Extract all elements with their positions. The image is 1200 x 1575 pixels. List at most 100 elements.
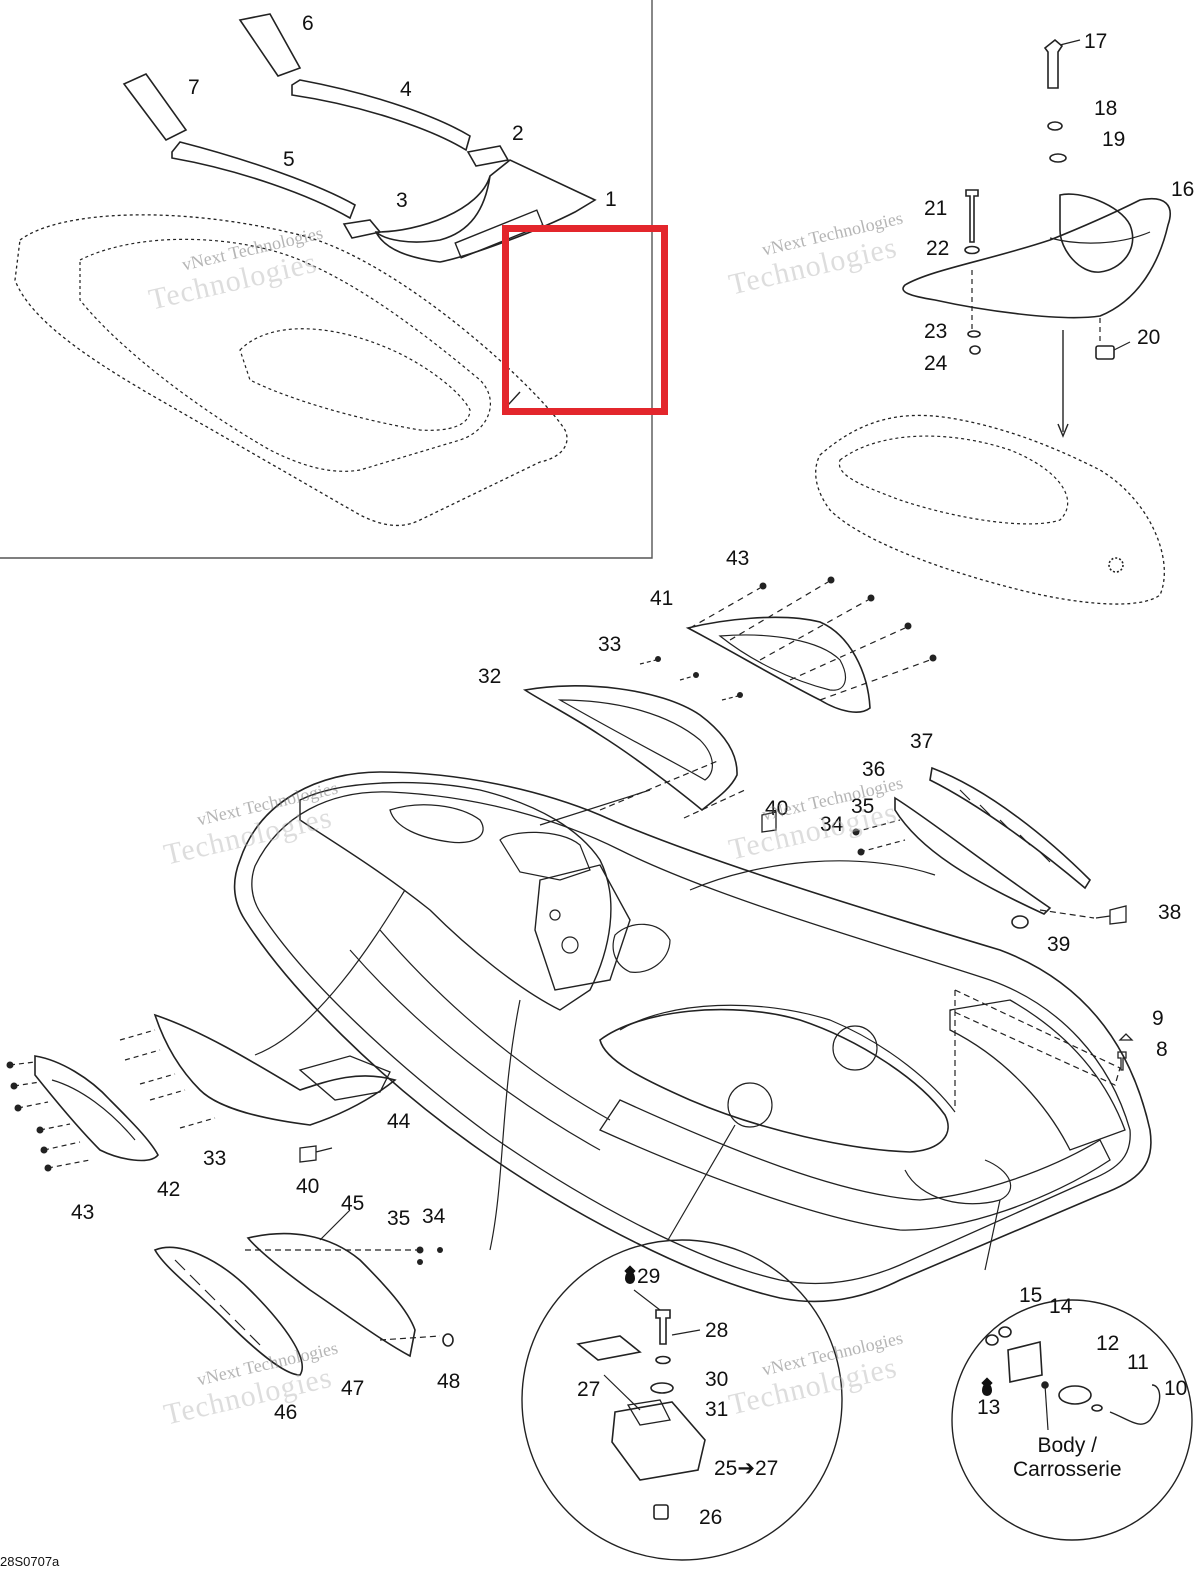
part-label-41: 41 (650, 587, 674, 610)
part-label-1: 1 (605, 188, 617, 211)
part-label-33: 33 (203, 1147, 227, 1170)
washer-11 (1091, 1404, 1103, 1412)
part-label-42: 42 (157, 1178, 181, 1201)
panel-32 (522, 685, 738, 812)
part-label-31: 31 (705, 1398, 729, 1421)
part-label-47: 47 (341, 1377, 365, 1400)
drop-icon-13 (982, 1378, 994, 1400)
handle-16 (902, 198, 1171, 319)
leader-hull-panel (254, 889, 406, 1056)
grille-36 (894, 796, 1052, 915)
screws-41 (689, 581, 931, 701)
part-label-9: 9 (1152, 1007, 1164, 1030)
decal-2 (466, 145, 510, 167)
part-label-6: 6 (302, 12, 314, 35)
part-label-30: 30 (705, 1368, 729, 1391)
part-label-26: 26 (699, 1506, 723, 1529)
part-label-44: 44 (387, 1110, 411, 1133)
part-label-13: 13 (977, 1396, 1001, 1419)
bin-hole-b (549, 909, 561, 921)
washer-12 (1058, 1385, 1092, 1405)
part-label-37: 37 (910, 730, 934, 753)
part-label-12: 12 (1096, 1332, 1120, 1355)
part-label-24: 24 (924, 352, 948, 375)
bracket-25 (611, 1401, 706, 1481)
nut-24 (969, 345, 981, 355)
arrow-seat (507, 391, 521, 406)
front-panels-group (522, 576, 937, 833)
part-label-25-27: 25➔27 (714, 1457, 779, 1480)
left-panels-group (6, 1013, 397, 1172)
part-label-19: 19 (1102, 128, 1126, 151)
fastener-heads-45 (416, 1246, 443, 1265)
part-label-35: 35 (387, 1207, 411, 1230)
part-label-27: 27 (577, 1378, 601, 1401)
main-hull-group (233, 771, 1152, 1303)
lower-panels-group (153, 1209, 454, 1376)
fastener-8-9 (1117, 1033, 1134, 1071)
part-label-5: 5 (283, 148, 295, 171)
part-label-43: 43 (71, 1201, 95, 1224)
part-label-40: 40 (765, 797, 789, 820)
nut-18 (1047, 121, 1063, 131)
bracket-25-top (626, 1399, 671, 1426)
bin-opening (612, 923, 671, 973)
part-label-39: 39 (1047, 933, 1071, 956)
leaders-bracket (603, 1289, 701, 1411)
panel-41 (685, 616, 871, 713)
glovebox (389, 804, 484, 844)
washer-23 (967, 330, 981, 338)
nut-26 (653, 1504, 669, 1520)
seat-decal-group (14, 13, 597, 527)
screw-heads-42 (6, 1061, 52, 1172)
leader-detail (667, 1124, 1001, 1271)
washer-48 (442, 1333, 454, 1347)
part-label-20: 20 (1137, 326, 1161, 349)
bolt-21 (965, 189, 979, 243)
deck-footwell (599, 1099, 1111, 1231)
seat-opening-rim (619, 1004, 956, 1113)
part-label-46: 46 (274, 1401, 298, 1424)
decal-3 (342, 219, 382, 239)
panel-41-inner (718, 634, 847, 691)
panel-42-inner (51, 1079, 136, 1141)
body-callout: Body / Carrosserie (1013, 1434, 1122, 1482)
washer-19 (1049, 153, 1067, 163)
seat-opening (599, 1008, 949, 1153)
axis-handle (971, 270, 1101, 345)
detail-circle-a (521, 1239, 843, 1561)
part-label-7: 7 (188, 76, 200, 99)
detail-circle-b (951, 1299, 1193, 1541)
handle-group (815, 38, 1171, 605)
grille-group (852, 766, 1127, 929)
seat-logo (454, 209, 544, 259)
leader-hull-panel-b (489, 999, 521, 1251)
nut-15b (998, 1326, 1012, 1338)
handle-16-lip (1049, 231, 1151, 244)
hull-inner-dotted (79, 238, 491, 472)
panel-45 (246, 1232, 416, 1358)
leader-panel-32 (599, 759, 746, 819)
grille-37 (929, 766, 1092, 890)
part-label-4: 4 (400, 78, 412, 101)
part-label-21: 21 (924, 197, 948, 220)
screws-42 (9, 1061, 91, 1169)
body-callout-line2: Carrosserie (1013, 1458, 1122, 1481)
panel-44-box (298, 1055, 391, 1101)
decal-7 (122, 72, 188, 142)
hull-outline-dotted (14, 214, 568, 527)
leader-top (539, 789, 651, 826)
highlight-box (502, 225, 668, 415)
fasteners-45 (245, 1249, 441, 1341)
washer-31 (650, 1382, 674, 1394)
storage-bin (534, 864, 631, 991)
detail-circle-bracket (521, 1239, 843, 1561)
rivets-33 (639, 659, 739, 701)
body-callout-line1: Body / (1037, 1434, 1098, 1457)
bolt-28 (655, 1309, 671, 1345)
fastener-40b (299, 1145, 333, 1163)
washer-22 (964, 245, 980, 255)
hull-rail (251, 791, 1131, 1285)
part-label-34: 34 (820, 813, 844, 836)
drop-icon (625, 1271, 635, 1284)
